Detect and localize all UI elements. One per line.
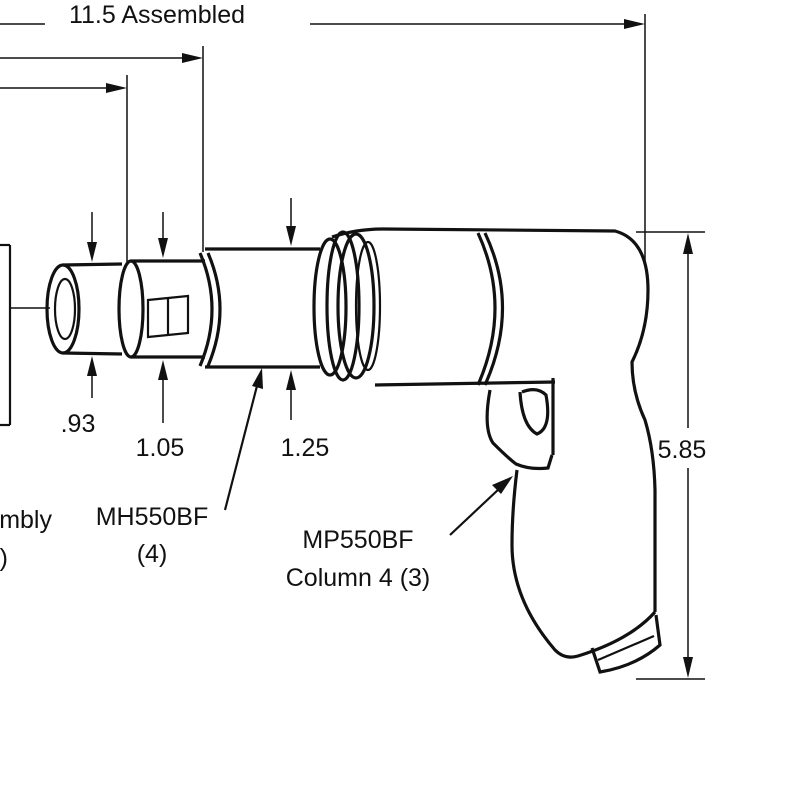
handle-part-number: MH550BF <box>96 503 209 531</box>
threaded-nut <box>312 230 382 382</box>
height-dimension <box>636 231 705 680</box>
barrel-diameter-label: 1.25 <box>281 434 330 462</box>
grip <box>510 378 657 659</box>
barrel <box>198 247 320 369</box>
trigger <box>485 388 554 471</box>
overall-length-label: 11.5 Assembled <box>69 1 245 29</box>
tool-leader <box>449 476 513 536</box>
nozzle-tip <box>45 262 123 356</box>
handle-column: (4) <box>137 540 168 568</box>
handle-leader <box>223 368 263 511</box>
tip-diameter-arrows <box>87 212 97 398</box>
retainer-collar <box>117 259 205 359</box>
tool-part-number: MP550BF <box>302 526 413 554</box>
assembly-column-partial: ) <box>0 544 8 572</box>
tool-column: Column 4 (3) <box>286 564 431 592</box>
collar-diameter-arrows <box>158 212 168 423</box>
tip-diameter-label: .93 <box>61 410 96 438</box>
barrel-diameter-arrows <box>286 198 296 420</box>
assembly-label-partial: mbly <box>0 506 52 534</box>
assembly-bracket <box>0 243 50 427</box>
assembly-length-dimension-upper <box>0 46 204 252</box>
height-label: 5.85 <box>658 436 707 464</box>
overall-length-dimension <box>0 14 646 262</box>
assembly-length-dimension-lower <box>0 75 128 262</box>
tool-body <box>331 227 657 612</box>
collar-diameter-label: 1.05 <box>136 434 185 462</box>
air-inlet <box>590 614 662 674</box>
